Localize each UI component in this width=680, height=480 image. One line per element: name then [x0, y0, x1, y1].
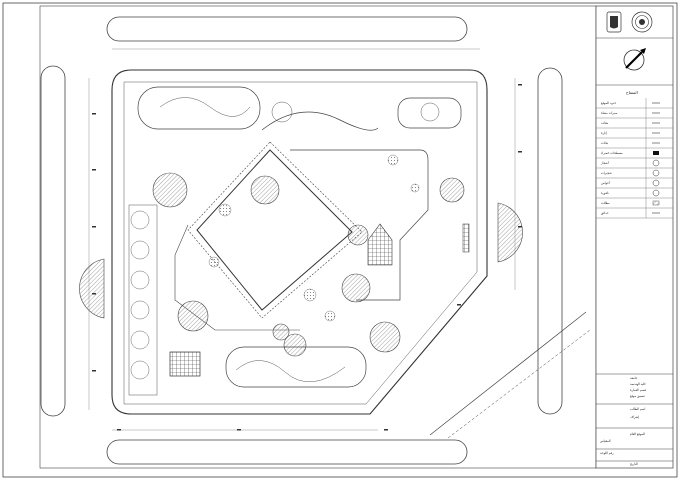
legend-item-label: حدائق: [601, 210, 609, 215]
tree-7: [283, 333, 307, 357]
solid-box-icon: [653, 151, 659, 155]
university-logo: [606, 11, 622, 33]
tree-2: [250, 175, 280, 205]
tree-1: [152, 172, 188, 208]
tree-semicircle-left: [79, 258, 105, 319]
garden-pod-bottom: [225, 346, 367, 388]
legend-item-label: مظلات: [601, 200, 610, 205]
hatch-box-icon: [652, 200, 660, 206]
central-plaza-diamond: [196, 149, 353, 311]
legend-table: [596, 98, 673, 219]
west-planting-strip: [128, 204, 158, 396]
garden-pod-top-center: [261, 111, 379, 131]
road-left: [40, 65, 66, 417]
faculty-name: كلية الهندسة: [630, 382, 646, 386]
central-plaza-outline: [187, 141, 363, 319]
site-boundary: [111, 69, 488, 415]
shrubs: [208, 154, 420, 322]
road-right: [537, 67, 563, 415]
legend-item-label: شجيرات: [601, 170, 612, 175]
bench-east: [462, 223, 470, 253]
tree-4: [177, 300, 209, 332]
legend-item-label: نباتات: [601, 140, 609, 145]
garden-pod-top-left: [137, 86, 261, 130]
tree-9: [347, 224, 369, 246]
title-block: [595, 5, 674, 469]
sheet-title: الموقع العام: [630, 432, 645, 436]
circle-icon: [652, 159, 660, 167]
road-diagonal-2: [447, 329, 591, 439]
legend-item-label: أشجار: [601, 160, 609, 165]
legend-item-label: أحواض: [601, 180, 610, 185]
faculty-seal: [631, 11, 653, 33]
trees: [152, 172, 465, 357]
university-name: جامعة: [630, 376, 638, 380]
paved-grid-area: [169, 351, 201, 377]
pergola: [367, 223, 393, 266]
legend-item-label: مقاعد: [601, 120, 609, 125]
road-diagonal-1: [429, 311, 587, 436]
legend-item-label: حدود الموقع: [601, 100, 617, 105]
legend-item-label: إنارة: [601, 130, 607, 135]
road-bottom: [106, 439, 468, 465]
circle-icon: [652, 169, 660, 177]
tree-6: [341, 273, 371, 303]
legend-item-label: نافورة: [601, 190, 609, 195]
dimension-lines: [88, 48, 516, 431]
spot-labels: [92, 84, 522, 431]
tree-top-center: [271, 101, 293, 123]
tree-8: [272, 323, 290, 341]
department-name: قسم العمارة: [630, 388, 646, 392]
circle-icon: [652, 189, 660, 197]
plaza-walkway-2: [174, 224, 300, 331]
fountain-top-right: [420, 102, 440, 122]
date-label: التاريخ: [630, 462, 638, 466]
palm-trees: [130, 210, 150, 380]
site-boundary-inner: [123, 81, 478, 405]
legend-title: المفتاح: [626, 90, 638, 95]
project-name: تنسيق موقع: [630, 394, 645, 398]
circle-icon: [652, 179, 660, 187]
supervisor-name: إشراف: [630, 415, 639, 419]
tree-3: [439, 177, 465, 203]
north-arrow-icon: [623, 48, 646, 71]
pod-wave-1: [159, 97, 251, 117]
legend-item-label: مسطحات خضراء: [601, 150, 623, 155]
pod-wave-2: [235, 360, 346, 383]
legend-item-label: ممرات مشاة: [601, 110, 618, 115]
plaza-walkway: [290, 149, 429, 301]
road-top: [106, 16, 468, 42]
scale-label: المقياس: [600, 439, 611, 443]
garden-pod-top-right: [397, 97, 462, 129]
student-name: اسم الطالب: [630, 407, 646, 411]
tree-5: [369, 321, 401, 353]
sheet-number-label: رقم اللوحة: [600, 451, 614, 455]
tree-semicircle-right: [497, 202, 523, 263]
